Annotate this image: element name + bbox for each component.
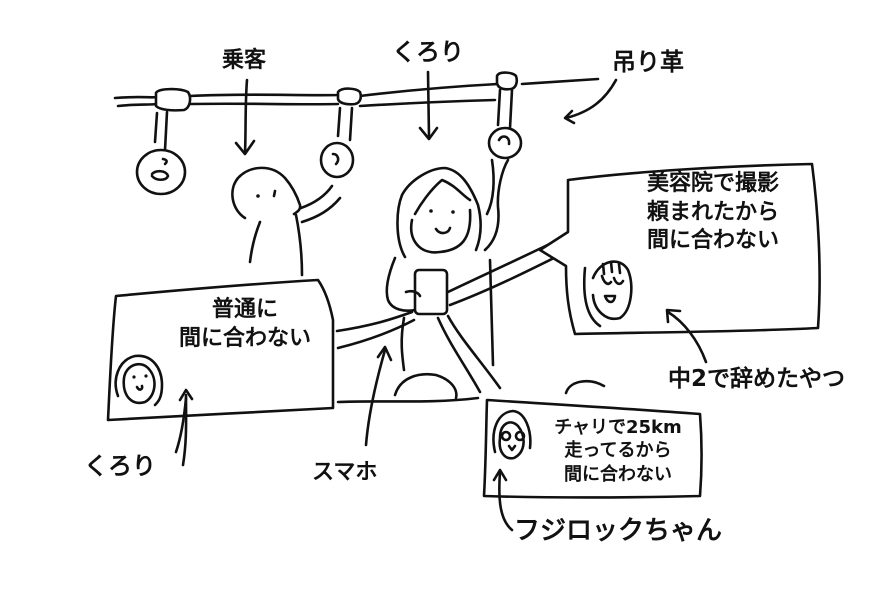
strap-middle <box>319 87 363 179</box>
label-smartphone: スマホ <box>312 460 378 485</box>
label-arrows <box>234 70 618 156</box>
bubble-line: 間に合わない <box>178 325 311 351</box>
fujirock-bubble-frame <box>482 398 703 532</box>
bubble-line: 普通に <box>211 297 278 322</box>
kurori-bubble-text: 普通に 間に合わない <box>160 296 330 353</box>
kurori-arrow <box>174 396 188 454</box>
label-strap: 吊り革 <box>612 48 684 76</box>
smartphone-arrow <box>364 345 393 447</box>
bubble-line: 走ってるから <box>564 440 672 462</box>
label-kurori-top: くろり <box>392 38 464 66</box>
strap-left <box>135 87 192 196</box>
bubble-line: 美容院で撮影 <box>646 171 779 196</box>
salon-bubble-text: 美容院で撮影 頼まれたから 間に合わない <box>628 170 798 256</box>
label-fuji-rock: フジロックちゃん <box>514 516 723 546</box>
background-seat <box>564 379 606 395</box>
strap-right <box>487 71 523 160</box>
bubble-line: 間に合わない <box>646 228 779 254</box>
passenger-figure <box>231 166 342 277</box>
kurori-bubble-frame <box>106 278 335 467</box>
kurori-figure <box>335 158 572 404</box>
label-quit-8th-grade: 中2で辞めたやつ <box>668 366 846 392</box>
bubble-line: 間に合わない <box>564 463 672 485</box>
label-passenger: 乗客 <box>222 48 267 73</box>
label-kurori-bottom: くろり <box>84 452 156 480</box>
hand-rail <box>113 77 600 108</box>
bubble-line: 頼まれたから <box>646 199 779 225</box>
fujirock-bubble-text: チャリで25km 走ってるから 間に合わない <box>538 416 698 486</box>
salon-bubble-frame <box>538 162 821 364</box>
bubble-line: チャリで25km <box>554 417 682 438</box>
